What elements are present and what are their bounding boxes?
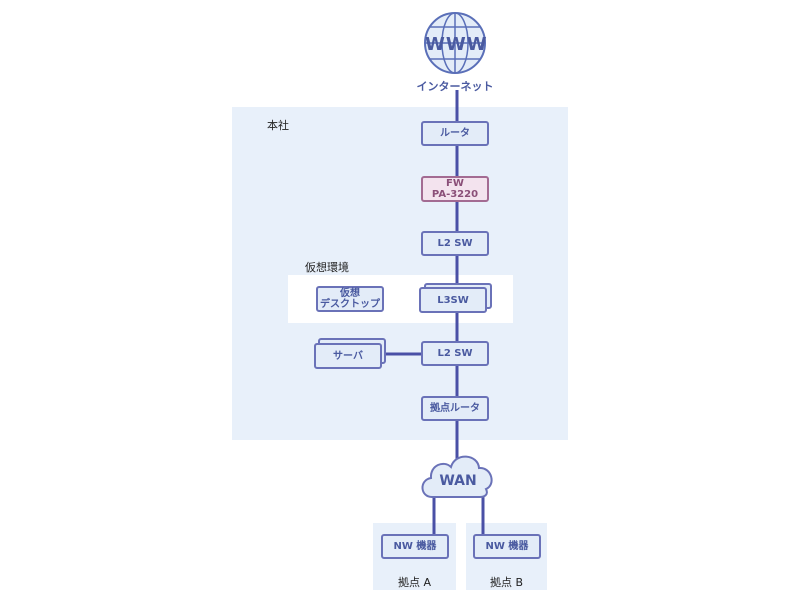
branch-router-node: 拠点ルータ [421,396,489,421]
internet-label: インターネット [416,80,494,93]
virtual-desktop-node: 仮想 デスクトップ [316,286,384,312]
virtual-env-label: 仮想環境 [305,261,349,274]
l2-switch-top-node: L2 SW [421,231,489,256]
server-node: サーバ [314,343,382,369]
hq-region [232,107,568,440]
router-node: ルータ [421,121,489,146]
virtual-desktop-line2: デスクトップ [320,299,380,310]
l3-switch-node: L3SW [419,287,487,313]
globe-text: WWW [425,34,488,55]
site-a-label: 拠点 A [397,576,432,589]
site-b-device-node: NW 機器 [473,534,541,559]
hq-label: 本社 [267,119,289,132]
firewall-model: PA-3220 [431,189,479,200]
site-a-device-node: NW 機器 [381,534,449,559]
site-b-label: 拠点 B [489,576,524,589]
globe-icon [424,12,486,74]
cloud-icon [421,455,493,498]
wan-label: WAN [439,473,477,489]
firewall-label: FW [446,178,464,189]
virtual-desktop-line1: 仮想 [340,288,360,299]
l2-switch-bottom-node: L2 SW [421,341,489,366]
firewall-node: FW PA-3220 [421,176,489,202]
